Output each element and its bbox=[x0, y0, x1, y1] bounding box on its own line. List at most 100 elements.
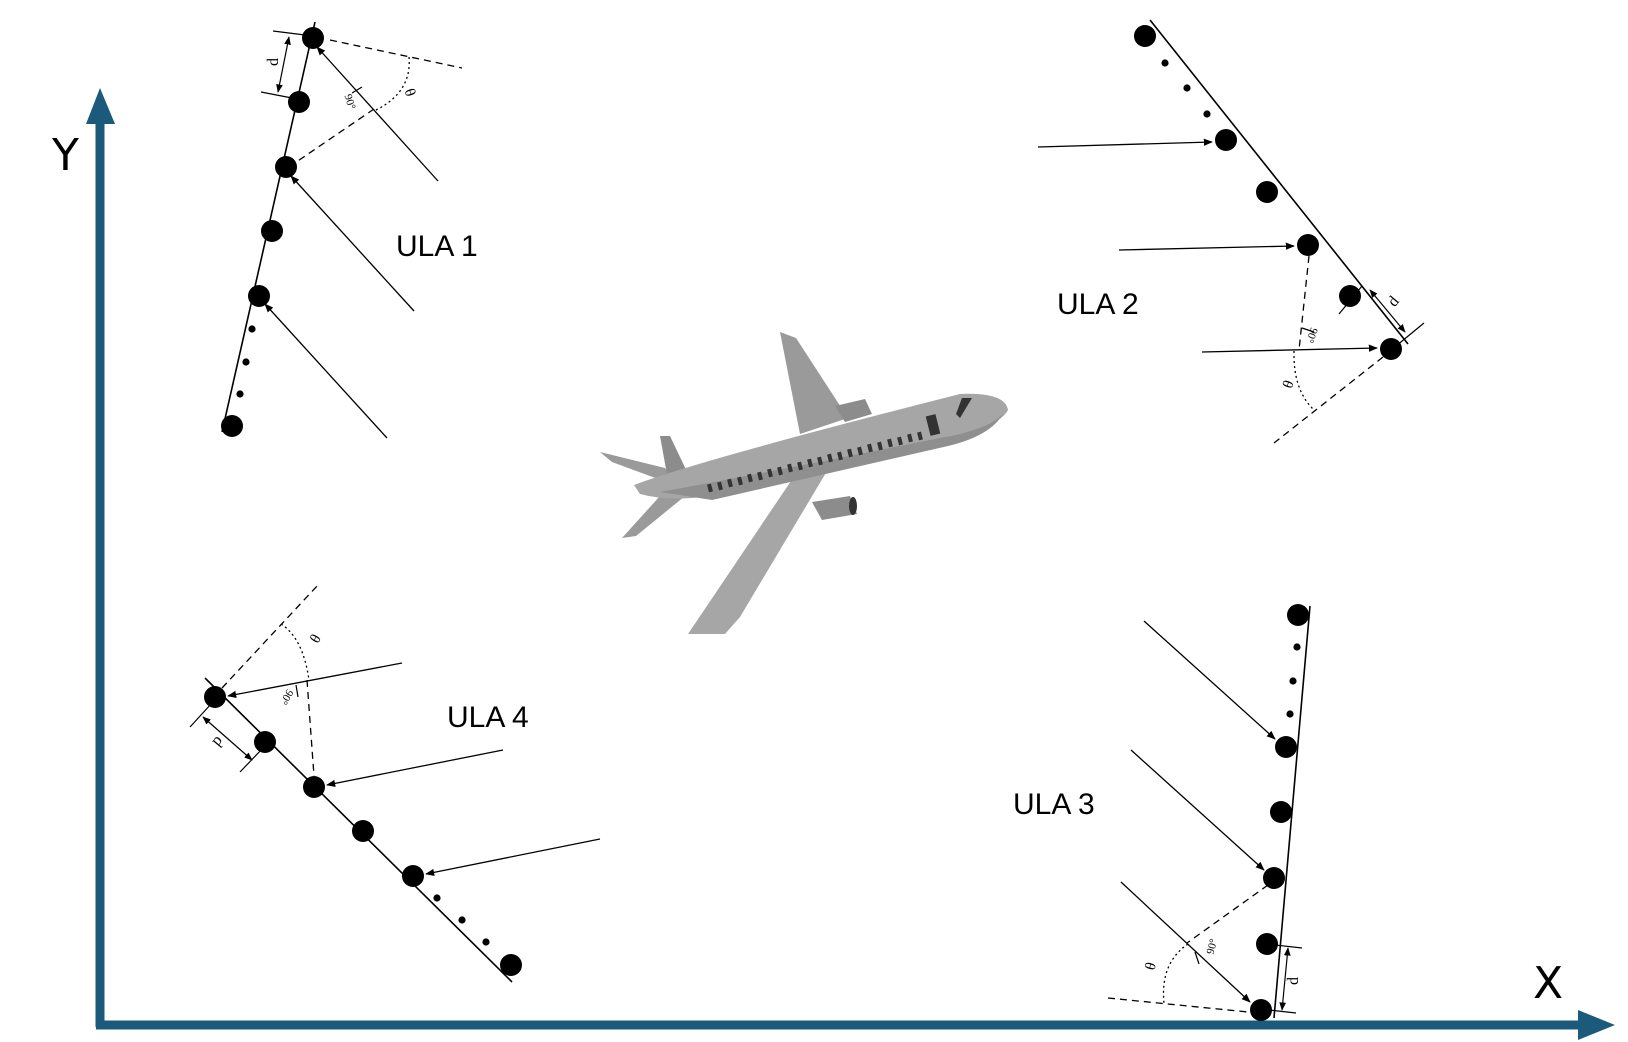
theta-label: θ bbox=[305, 631, 322, 645]
spacing-tick bbox=[272, 30, 306, 36]
ellipsis-dot bbox=[236, 390, 244, 398]
array-label: ULA 1 bbox=[396, 230, 478, 263]
right-angle-label: 90° bbox=[1303, 326, 1320, 345]
incident-ray bbox=[316, 46, 439, 182]
spacing-label: d bbox=[1285, 977, 1302, 985]
theta-arc bbox=[1293, 350, 1314, 410]
spacing-tick bbox=[189, 702, 213, 728]
right-angle-label: 90° bbox=[1205, 938, 1221, 956]
antenna-element bbox=[248, 285, 270, 307]
antenna-element bbox=[1339, 285, 1361, 307]
antenna-element bbox=[288, 91, 310, 113]
incident-ray bbox=[227, 662, 403, 699]
ellipsis-dot bbox=[248, 325, 256, 333]
antenna-element bbox=[1297, 234, 1319, 256]
antenna-element bbox=[500, 954, 522, 976]
spacing-arrow bbox=[1279, 947, 1291, 1011]
theta-arc bbox=[1162, 943, 1189, 1004]
antenna-element bbox=[1134, 25, 1156, 47]
ellipsis-dot bbox=[1289, 677, 1297, 685]
ellipsis-dot bbox=[242, 358, 250, 366]
spacing-arrow bbox=[276, 36, 291, 93]
reference-line bbox=[1107, 997, 1249, 1013]
ula-2: 90° θ d ULA 2 bbox=[1037, 19, 1425, 444]
right-angle-mark bbox=[351, 86, 363, 94]
ellipsis-dot bbox=[1183, 84, 1191, 92]
incident-ray bbox=[1118, 242, 1295, 251]
right-angle-mark bbox=[1301, 327, 1315, 333]
spacing-tick bbox=[1259, 1008, 1297, 1014]
ellipsis-dot bbox=[1293, 643, 1301, 651]
ellipsis-dot bbox=[458, 916, 466, 924]
spacing-label: d bbox=[265, 58, 282, 66]
ellipsis-dot bbox=[1286, 710, 1294, 718]
y-axis-label: Y bbox=[51, 130, 79, 181]
reference-line bbox=[1273, 356, 1384, 444]
incident-ray bbox=[264, 303, 388, 439]
antenna-element bbox=[1263, 867, 1285, 889]
antenna-element bbox=[1275, 736, 1297, 758]
wavefront-line bbox=[306, 679, 315, 777]
spacing-tick bbox=[1395, 322, 1425, 347]
spacing-tick bbox=[260, 91, 293, 99]
reference-line bbox=[221, 584, 319, 689]
y-axis-arrowhead bbox=[86, 88, 115, 124]
incident-ray bbox=[1120, 881, 1251, 1003]
ellipsis-dot bbox=[1203, 110, 1211, 118]
ula-4: 90° θ d ULA 4 bbox=[189, 584, 601, 983]
right-angle-label: 90° bbox=[341, 93, 357, 111]
ellipsis-dot bbox=[433, 894, 441, 902]
spacing-arrow bbox=[202, 716, 253, 761]
antenna-element bbox=[352, 820, 374, 842]
array-label: ULA 2 bbox=[1057, 288, 1139, 321]
theta-label: θ bbox=[1143, 961, 1160, 972]
antenna-element bbox=[261, 220, 283, 242]
spacing-tick bbox=[1265, 943, 1303, 949]
incident-ray bbox=[290, 175, 415, 312]
airplane-icon bbox=[600, 332, 1008, 634]
theta-arc bbox=[375, 56, 410, 111]
antenna-element bbox=[254, 731, 276, 753]
ellipsis-dot bbox=[482, 938, 490, 946]
right-angle-label: 90° bbox=[277, 687, 295, 706]
antenna-element bbox=[1270, 801, 1292, 823]
array-label: ULA 4 bbox=[447, 701, 529, 734]
ula-1: 90° θ d ULA 1 bbox=[221, 21, 478, 439]
incident-ray bbox=[326, 749, 504, 787]
spacing-label: d bbox=[1385, 293, 1403, 310]
antenna-element bbox=[1215, 129, 1237, 151]
x-axis-arrowhead bbox=[1578, 1010, 1615, 1040]
antenna-element bbox=[302, 27, 324, 49]
antenna-element bbox=[204, 686, 226, 708]
theta-label: θ bbox=[1278, 378, 1295, 390]
antenna-element bbox=[1380, 338, 1402, 360]
antenna-element bbox=[303, 776, 325, 798]
ellipsis-dot bbox=[1161, 59, 1169, 67]
antenna-element bbox=[221, 415, 243, 437]
incident-ray bbox=[1143, 620, 1276, 740]
spacing-tick bbox=[1338, 285, 1363, 315]
reference-line bbox=[329, 39, 463, 69]
antenna-element bbox=[275, 156, 297, 178]
theta-arc bbox=[280, 623, 310, 681]
theta-label: θ bbox=[401, 87, 418, 99]
antenna-element bbox=[402, 865, 424, 887]
antenna-element bbox=[1250, 999, 1272, 1021]
incident-ray bbox=[1130, 749, 1265, 871]
wavefront-line bbox=[1186, 884, 1269, 944]
incident-ray bbox=[425, 838, 601, 876]
spacing-arrow bbox=[1369, 289, 1406, 333]
antenna-element bbox=[1287, 604, 1309, 626]
x-axis-label: X bbox=[1533, 958, 1563, 1009]
right-angle-mark bbox=[295, 684, 299, 698]
right-angle-mark bbox=[1194, 951, 1200, 965]
array-line bbox=[1149, 19, 1409, 345]
incident-ray bbox=[1201, 344, 1378, 353]
ula-3: 90° θ d ULA 3 bbox=[1013, 604, 1311, 1021]
incident-ray bbox=[1037, 138, 1213, 148]
array-label: ULA 3 bbox=[1013, 788, 1095, 821]
axes: Y X bbox=[51, 88, 1615, 1040]
wavefront-line bbox=[1298, 255, 1310, 351]
antenna-element bbox=[1256, 181, 1278, 203]
